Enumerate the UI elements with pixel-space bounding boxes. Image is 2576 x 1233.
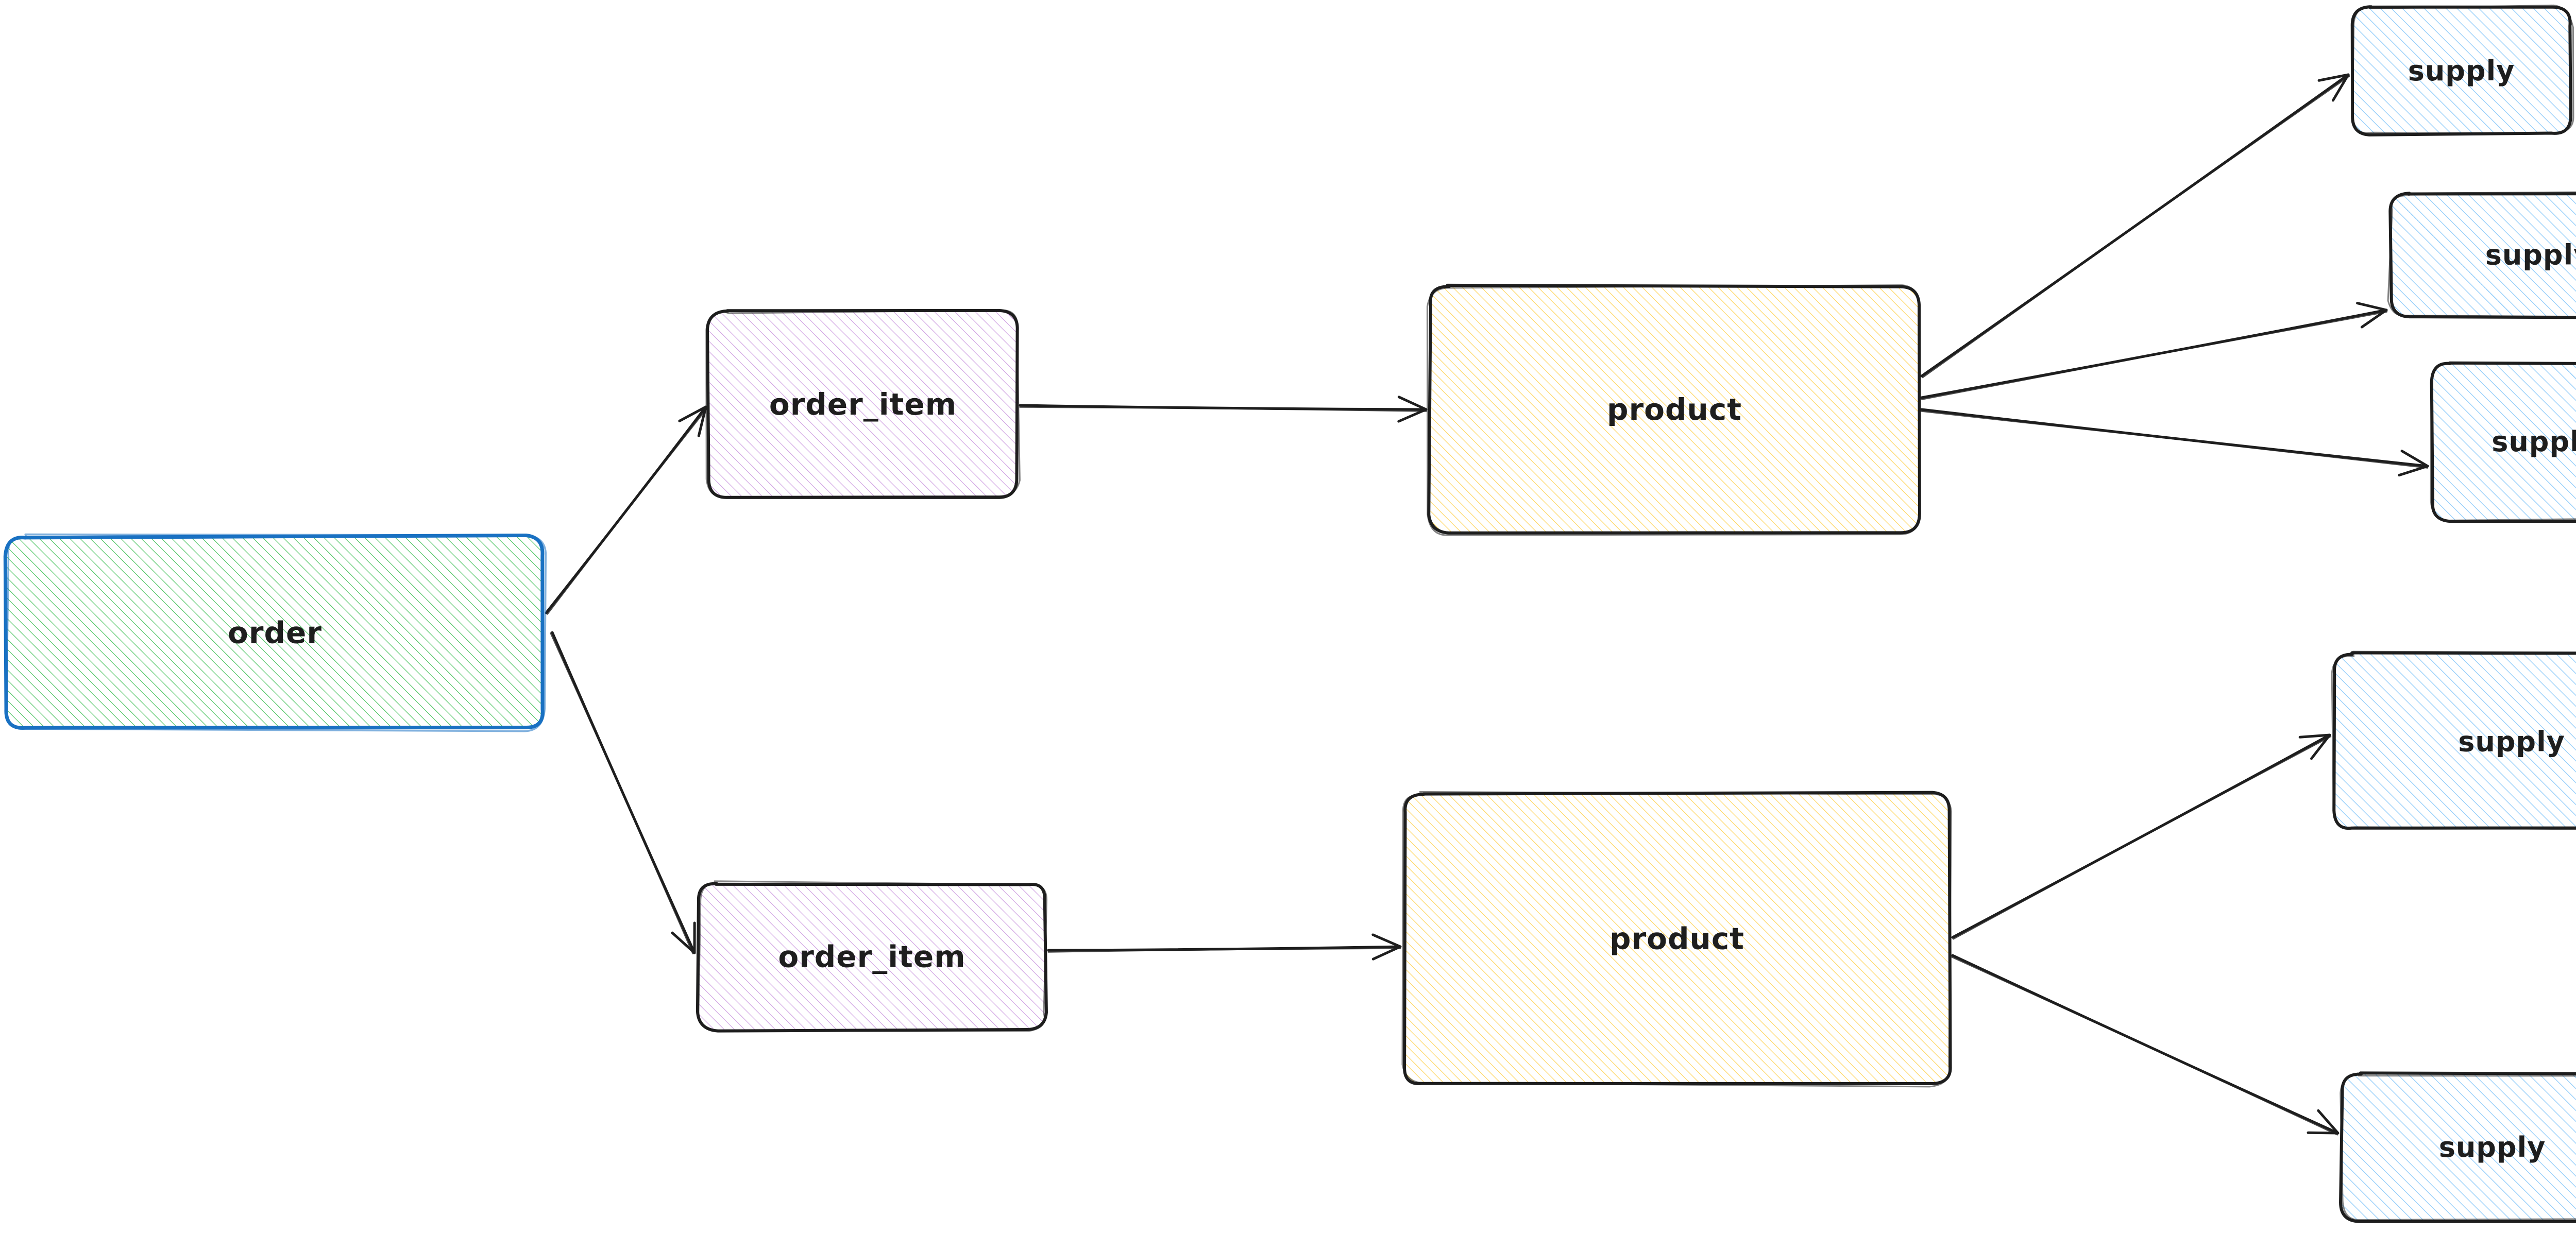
edge-e2[interactable] <box>550 631 696 954</box>
node-label: product <box>1607 392 1742 427</box>
edges-layer <box>545 73 2429 1136</box>
edge-stroke <box>1921 311 2388 400</box>
arrowhead-icon <box>2298 733 2331 760</box>
node-fill <box>697 883 1046 1031</box>
edge-stroke <box>545 405 707 614</box>
edge-e1[interactable] <box>545 405 708 615</box>
edge-stroke <box>1920 408 2429 468</box>
edge-stroke <box>546 407 708 615</box>
edge-stroke <box>550 632 694 954</box>
arrowhead-icon <box>2317 73 2350 102</box>
edge-e5[interactable] <box>1920 73 2350 379</box>
node-outline <box>2430 362 2576 522</box>
arrowhead-icon <box>2356 302 2388 329</box>
node-supply_4[interactable]: supply <box>2331 650 2576 830</box>
node-supply_3[interactable]: supply <box>2430 361 2576 523</box>
node-outline <box>2331 650 2576 830</box>
node-fill <box>2431 362 2576 520</box>
edge-stroke <box>1922 75 2350 379</box>
node-order_item_top[interactable]: order_item <box>705 309 1021 499</box>
edge-stroke <box>1951 733 2331 939</box>
node-outline <box>3 534 545 730</box>
node-fill <box>5 536 544 729</box>
node-supply_2[interactable]: supply <box>2387 191 2576 319</box>
node-fill <box>708 311 1019 498</box>
node-product_bottom[interactable]: product <box>1401 791 1952 1088</box>
node-order[interactable]: order <box>3 533 547 732</box>
node-label: supply <box>2408 55 2515 87</box>
node-fill <box>2341 1073 2576 1222</box>
node-label: supply <box>2458 726 2565 758</box>
edge-stroke <box>1951 956 2338 1136</box>
edge-stroke <box>1019 406 1427 412</box>
node-label: product <box>1609 921 1744 956</box>
node-outline <box>1426 284 1920 536</box>
arrowhead-icon <box>1397 396 1428 423</box>
edge-e6[interactable] <box>1920 302 2388 400</box>
edge-stroke <box>1920 309 2388 399</box>
edge-stroke <box>551 631 696 954</box>
node-label: order_item <box>769 387 957 422</box>
node-fill <box>1404 793 1951 1084</box>
edge-e4[interactable] <box>1047 933 1402 961</box>
edge-stroke <box>1921 410 2429 469</box>
node-outline <box>2351 4 2574 134</box>
node-supply_5[interactable]: supply <box>2339 1071 2576 1223</box>
arrowhead-icon <box>671 921 696 954</box>
nodes-layer: orderorder_itemorder_itemproductproducts… <box>3 4 2576 1223</box>
edge-e3[interactable] <box>1019 396 1428 423</box>
edge-stroke <box>1951 954 2340 1135</box>
node-supply_1[interactable]: supply <box>2350 4 2574 136</box>
node-outline <box>698 880 1048 1032</box>
node-fill <box>2389 192 2576 317</box>
node-outline <box>5 533 547 732</box>
arrowhead-icon <box>2307 1109 2340 1135</box>
node-outline <box>705 309 1021 498</box>
edge-e8[interactable] <box>1951 733 2332 940</box>
node-outline <box>2387 191 2576 318</box>
node-fill <box>2333 653 2576 829</box>
node-label: order_item <box>778 939 965 974</box>
node-outline <box>1401 791 1952 1088</box>
edge-stroke <box>1047 947 1401 953</box>
node-fill <box>2351 7 2572 135</box>
node-label: supply <box>2439 1131 2546 1163</box>
node-outline <box>706 309 1019 499</box>
node-fill <box>1430 285 1921 535</box>
node-outline <box>2340 1072 2576 1221</box>
edge-e9[interactable] <box>1951 954 2340 1136</box>
node-label: supply <box>2492 425 2576 458</box>
node-order_item_bottom[interactable]: order_item <box>696 880 1048 1033</box>
node-product_top[interactable]: product <box>1426 283 1921 536</box>
arrowhead-icon <box>1371 933 1402 961</box>
node-label: order <box>228 615 322 650</box>
node-label: supply <box>2485 239 2576 271</box>
edge-e7[interactable] <box>1920 408 2429 477</box>
arrowhead-icon <box>2398 450 2429 477</box>
edge-stroke <box>1952 735 2332 940</box>
